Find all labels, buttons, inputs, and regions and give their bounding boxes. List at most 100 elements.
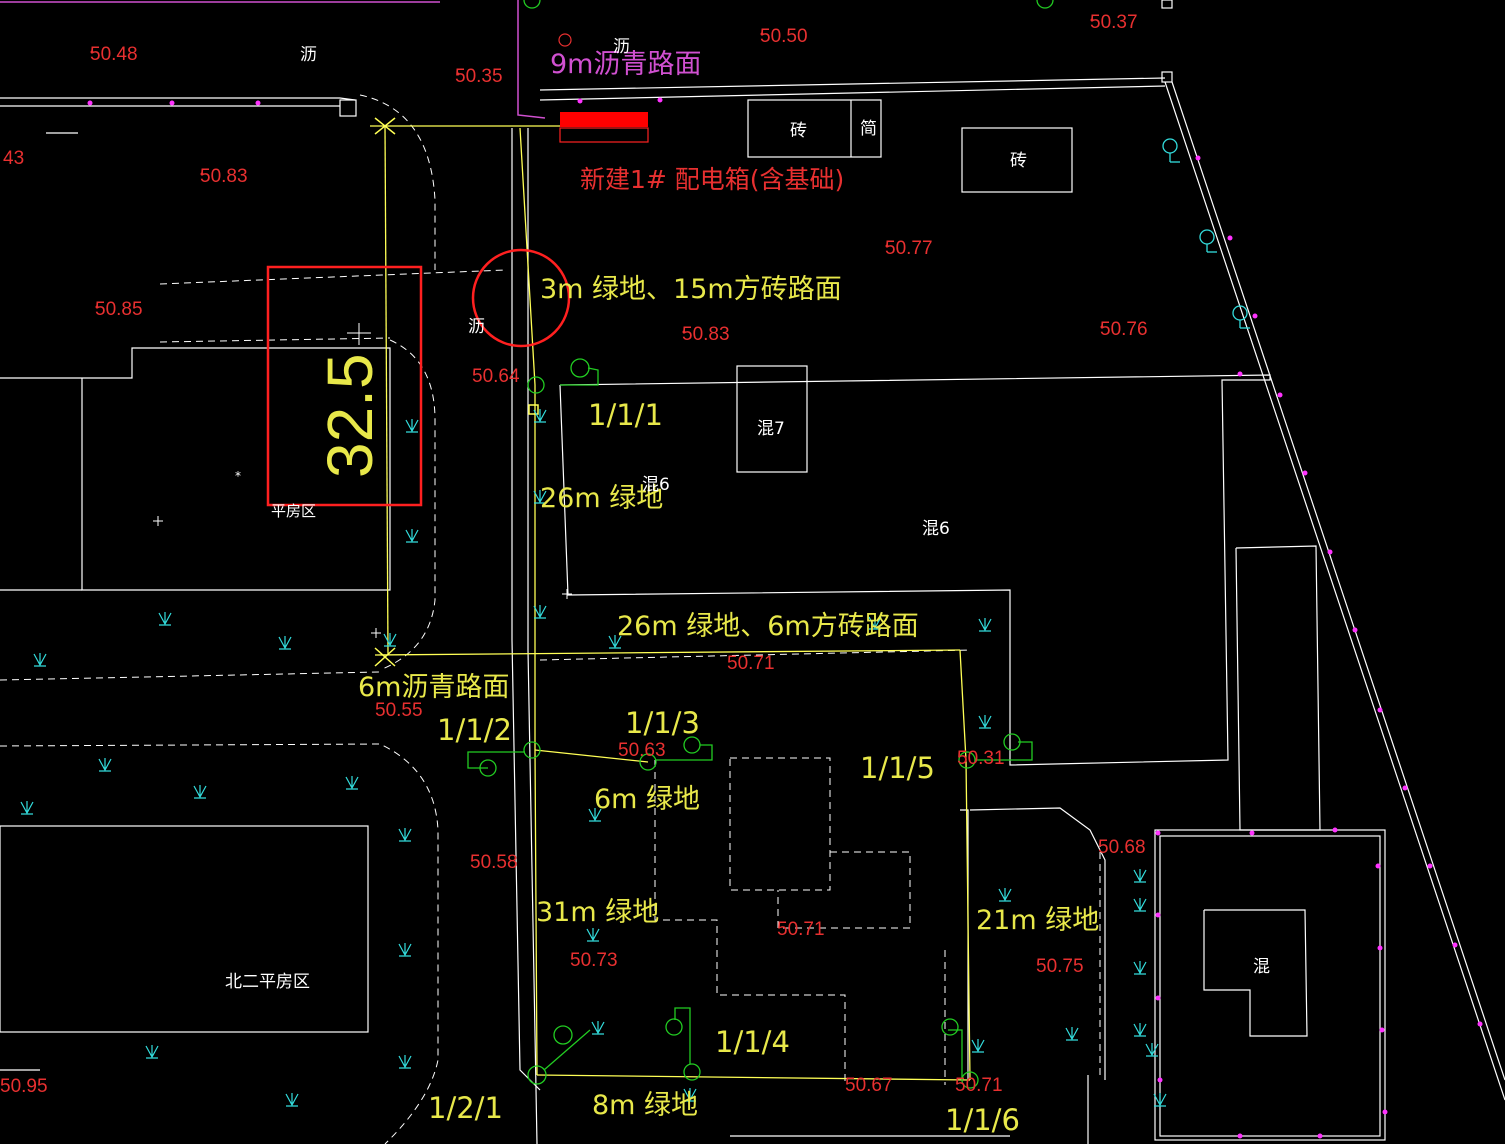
highlight-box[interactable]: [266, 265, 423, 507]
route-label-6m-green: 6m 绿地: [594, 784, 700, 815]
grass-icon: [1153, 1093, 1167, 1107]
elevation-label: 50.85: [95, 299, 143, 320]
grass-icon: [20, 801, 34, 815]
grass-icon: [145, 1045, 159, 1059]
grass-icon: [405, 419, 419, 433]
route-label-26m-tile: 26m 绿地、6m方砖路面: [617, 611, 919, 642]
concrete-7-block: [736, 365, 808, 473]
elevation-label: 50.35: [455, 66, 503, 87]
highlight-circle[interactable]: [471, 248, 571, 348]
grass-icon: [1065, 1027, 1079, 1041]
elevation-label: 50.77: [885, 238, 933, 259]
route-label-9m-asphalt: 9m沥青路面: [550, 49, 701, 80]
pole-symbol: [558, 33, 572, 47]
star-mark: *: [235, 469, 241, 483]
dashed-curve-mid: [379, 339, 436, 671]
top-right-post-2: [1161, 0, 1173, 9]
top-right-post: [1161, 71, 1173, 83]
grass-icon: [683, 1088, 697, 1102]
cable-branch-113: [534, 749, 649, 763]
concrete-building-inner: [1159, 835, 1381, 1137]
node-labels: 1/1/1 1/1/2 1/1/3 1/1/4 1/1/5 1/1/6 1/2/…: [428, 398, 1020, 1137]
grass-icon: [1145, 1043, 1159, 1057]
tree-symbols: [1162, 138, 1250, 329]
cable-right-branch: [959, 649, 971, 1081]
grass-icon: [98, 758, 112, 772]
grass-icon: [868, 616, 882, 630]
grass-icon: [398, 828, 412, 842]
top-corner-post: [339, 99, 357, 117]
grass-icon: [586, 928, 600, 942]
node-label[interactable]: 1/2/1: [428, 1091, 503, 1125]
surface-mark: 沥: [468, 317, 485, 337]
grass-icon: [591, 1021, 605, 1035]
elevation-label: 50.58: [470, 852, 518, 873]
building-label: 混: [1253, 957, 1270, 977]
route-label-31m: 31m 绿地: [536, 897, 659, 928]
elevation-label: 50.76: [1100, 319, 1148, 340]
elevation-label: 50.71: [955, 1075, 1003, 1096]
dashed-upper-2: [159, 337, 391, 343]
grass-icon: [588, 808, 602, 822]
dashed-lot-1: [654, 760, 846, 1082]
magenta-lines: [0, 0, 546, 119]
building-label: 混7: [757, 419, 785, 439]
elevation-label: 50.50: [760, 26, 808, 47]
right-tall-block: [1235, 545, 1321, 831]
grass-icon: [533, 605, 547, 619]
surface-mark: 沥: [300, 45, 317, 65]
building-label: 砖: [1010, 151, 1027, 171]
building-label: 混6: [922, 519, 950, 539]
elevation-label: 50.67: [845, 1075, 893, 1096]
grass-icon: [998, 888, 1012, 902]
elevation-label: 50.37: [1090, 12, 1138, 33]
top-road-edge: [0, 97, 356, 101]
dashed-road-top: [0, 671, 381, 681]
dashed-boundaries: [0, 94, 1101, 1144]
elevation-label: 50.95: [0, 1076, 48, 1097]
node-label[interactable]: 1/1/5: [860, 751, 935, 785]
dashed-curve-top: [359, 94, 436, 270]
magenta-dots: [87, 97, 1483, 1139]
elevation-label: 50.63: [618, 740, 666, 761]
node-label[interactable]: 1/1/3: [625, 706, 700, 740]
node-label[interactable]: 1/1/2: [437, 713, 512, 747]
grass-icon: [405, 529, 419, 543]
building-label: 砖: [790, 121, 807, 141]
grass-symbols: [20, 409, 1167, 1107]
grass-icon: [1133, 961, 1147, 975]
elevation-label: 50.68: [1098, 837, 1146, 858]
building-label: 混6: [642, 475, 670, 495]
top-right-road-edge-2: [539, 85, 1166, 101]
elevation-label: 50.83: [200, 166, 248, 187]
cable-markers: [374, 117, 539, 667]
top-right-road-edge: [539, 77, 1166, 91]
grass-icon: [1133, 898, 1147, 912]
magenta-vertical: [517, 0, 546, 119]
grass-icon: [398, 943, 412, 957]
route-label-3m: 3m 绿地、15m方砖路面: [540, 274, 842, 305]
route-label-21m: 21m 绿地: [976, 905, 1099, 936]
grass-icon: [383, 633, 397, 647]
grass-icon: [971, 1039, 985, 1053]
new-distribution-box[interactable]: [559, 112, 649, 143]
grass-icon: [158, 612, 172, 626]
node-label[interactable]: 1/1/1: [588, 398, 663, 432]
elevation-label: 50.55: [375, 700, 423, 721]
building-label: 平房区: [271, 502, 316, 520]
brick-block-b: [961, 127, 1073, 193]
node-label[interactable]: 1/1/4: [715, 1025, 790, 1059]
route-label-6m-asphalt: 6m沥青路面: [358, 672, 509, 703]
cable-main: [519, 127, 538, 1076]
highlight-number: 32.5: [314, 353, 386, 478]
elevation-label: 50.73: [570, 950, 618, 971]
node-label[interactable]: 1/1/6: [945, 1103, 1020, 1137]
lower-middle-line: [960, 809, 969, 1080]
concrete-building: [1154, 829, 1386, 1141]
elevation-label: 50.48: [90, 44, 138, 65]
lower-right-boundary: [969, 807, 1106, 1080]
grass-icon: [608, 635, 622, 649]
grass-icon: [533, 409, 547, 423]
dashed-road-curve: [0, 743, 439, 1144]
